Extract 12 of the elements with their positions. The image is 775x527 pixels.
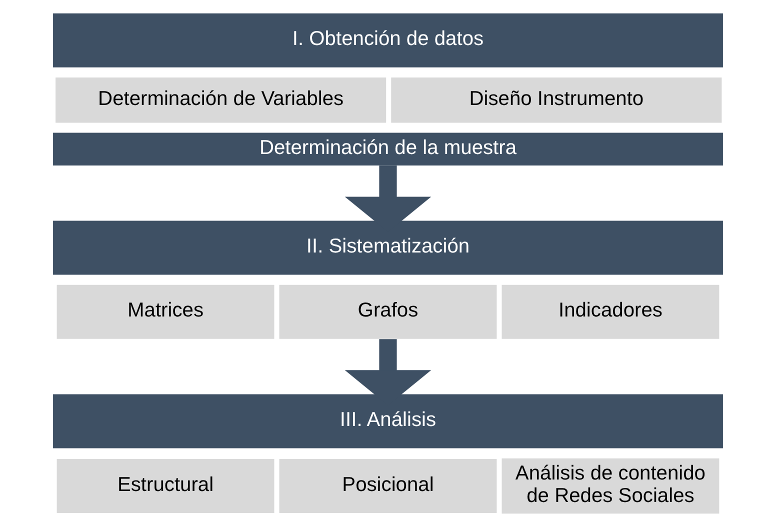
node-box: Determinación de Variables (55, 77, 386, 123)
node-box: Posicional (278, 458, 496, 513)
node-box: II. Sistematización (52, 220, 722, 275)
node-box: III. Análisis (52, 394, 722, 448)
node-box: Estructural (56, 458, 274, 513)
node-box: Grafos (278, 284, 496, 339)
node-box: Indicadores (501, 284, 719, 339)
node-box: I. Obtención de datos (52, 13, 722, 68)
node-box: Matrices (56, 284, 274, 339)
node-box: Determinación de la muestra (52, 132, 722, 166)
node-box: Análisis de contenido de Redes Sociales (501, 458, 719, 514)
node-box: Diseño Instrumento (390, 77, 722, 123)
